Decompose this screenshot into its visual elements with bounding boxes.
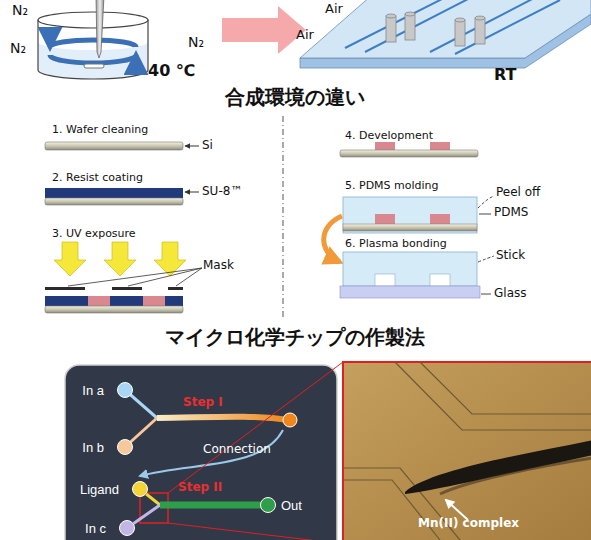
label: Mn(II) complex [418, 517, 519, 531]
label: RT [494, 66, 517, 84]
label: PDMS [494, 206, 528, 220]
label: N₂ [12, 2, 28, 18]
label: Stick [496, 249, 525, 263]
process-arrow [222, 6, 306, 54]
label: 5. PDMS molding [345, 180, 439, 193]
port-circle: Ligand [132, 481, 148, 497]
label: 1. Wafer cleaning [52, 124, 148, 137]
port-circle: In c [119, 520, 135, 536]
port-label: Out [281, 498, 302, 513]
mask [45, 287, 183, 290]
label: 4. Development [345, 130, 433, 143]
label: SU-8™ [202, 185, 242, 199]
glass-slab [340, 286, 480, 298]
pdms-block [343, 197, 477, 233]
wafer [45, 142, 183, 150]
label: 40 ℃ [148, 62, 195, 80]
label: Si [202, 139, 213, 153]
connection-arrow [140, 430, 283, 476]
port-label: Ligand [80, 482, 119, 497]
micrograph [343, 362, 591, 540]
step2-channel [160, 502, 262, 509]
complex-streak [405, 440, 591, 494]
label: Air [296, 28, 314, 43]
label: Mask [203, 259, 234, 273]
label: 合成環境の違い [225, 86, 365, 109]
uv-arrows [54, 242, 186, 276]
port-circle: Out [260, 497, 276, 513]
port-label: In c [85, 521, 106, 536]
divider [283, 116, 284, 318]
port-circle: In b [117, 439, 133, 455]
label: N₂ [188, 34, 204, 50]
resist-layer [45, 188, 183, 198]
label: 2. Resist coating [52, 172, 143, 185]
label: Glass [494, 287, 527, 301]
label: Step II [178, 481, 222, 495]
beaker [38, 0, 148, 79]
port-label: In b [82, 440, 104, 455]
chip-panel [65, 365, 337, 540]
glass-chip [300, 0, 591, 68]
label: 6. Plasma bonding [345, 238, 447, 251]
label: Step I [183, 396, 223, 410]
flow-arrow [324, 216, 342, 262]
port-circle: In a [117, 382, 133, 398]
port-label: In a [82, 383, 104, 398]
label: マイクロ化学チップの作製法 [165, 326, 425, 349]
label: Connection [203, 443, 271, 457]
label: 3. UV exposure [52, 228, 136, 241]
label: N₂ [10, 40, 26, 56]
label: Peel off [496, 186, 540, 200]
label: Air [325, 2, 343, 17]
